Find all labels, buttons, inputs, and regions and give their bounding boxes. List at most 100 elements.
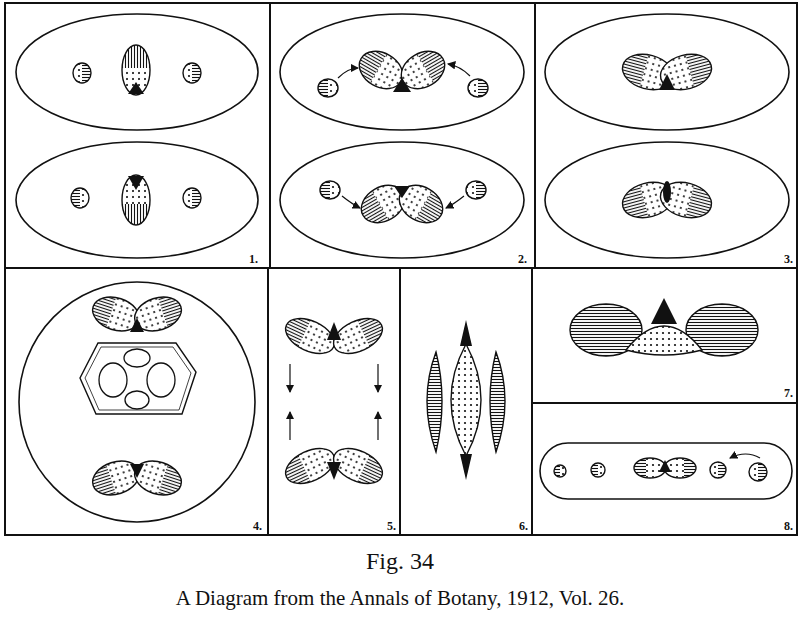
bundle-outline	[618, 177, 677, 223]
movement-arrow	[338, 68, 358, 78]
bundle-lobe	[554, 464, 566, 478]
protoxylem-mark	[460, 320, 472, 346]
panel-number: 2.	[518, 253, 527, 265]
xylem-area	[749, 463, 767, 481]
phloem-area	[320, 180, 330, 200]
xylem-area	[710, 462, 726, 478]
bundle-outline	[73, 63, 91, 83]
phloem-area	[280, 454, 312, 491]
protoxylem-mark	[128, 82, 144, 94]
movement-arrow	[377, 364, 378, 392]
phloem-area	[427, 352, 442, 452]
phloem-area	[476, 180, 486, 200]
bundle-lobe	[121, 45, 151, 95]
bundle-lobe	[130, 290, 186, 337]
bundle-lobe	[320, 180, 340, 200]
phloem-area	[318, 78, 328, 98]
protoxylem-mark	[659, 460, 671, 472]
protoxylem-mark	[128, 176, 144, 190]
panel-number: 1.	[249, 253, 258, 265]
xylem-area	[71, 188, 89, 208]
phloem-area	[357, 454, 389, 491]
phloem-area	[354, 190, 389, 231]
section-outline	[280, 14, 524, 130]
protoxylem-mark	[327, 462, 341, 480]
section-outline	[19, 282, 255, 522]
xylem-area	[73, 63, 91, 83]
movement-arrow	[446, 196, 464, 208]
bundle-lobe	[280, 441, 341, 492]
movement-arrow	[289, 364, 290, 392]
xylem-area	[393, 178, 450, 230]
bundle-outline	[320, 181, 340, 199]
bundle-outline	[554, 465, 566, 477]
xylem-area	[451, 344, 481, 456]
phloem-area	[280, 311, 312, 348]
bundle-lobe	[749, 462, 767, 482]
movement-arrow	[448, 64, 470, 76]
bundle-lobe	[280, 311, 341, 362]
section-outline	[16, 142, 258, 258]
protoxylem-mark	[460, 454, 472, 480]
bundle-lobe	[328, 311, 389, 362]
phloem-area	[490, 352, 505, 452]
xylem-area	[122, 175, 150, 225]
bundle-lobe	[70, 187, 89, 209]
phloem-area	[121, 204, 151, 225]
bundle-outline	[122, 45, 150, 95]
xylem-area	[183, 63, 201, 83]
xylem-area	[656, 177, 715, 223]
protoxylem-mark	[651, 298, 677, 324]
bundle-lobe	[468, 78, 488, 98]
xylem-area	[554, 465, 566, 477]
bundle-lobe	[656, 48, 716, 96]
bundle-lobe	[656, 176, 716, 224]
bundle-lobe	[591, 462, 605, 478]
panel-number: 3.	[784, 253, 793, 265]
panel-number: 4.	[253, 520, 262, 532]
bundle-outline	[466, 181, 486, 199]
panel-number: 5.	[387, 520, 396, 532]
pith-cavity	[99, 363, 127, 397]
bundle-outline	[656, 177, 715, 223]
phloem-area	[352, 43, 387, 84]
xylem-area	[466, 181, 486, 199]
figure-caption: A Diagram from the Annals of Botany, 191…	[0, 586, 800, 611]
protoxylem-mark	[327, 322, 341, 340]
bundle-lobe	[183, 187, 202, 209]
movement-arrow	[289, 412, 290, 440]
phloem-area	[417, 43, 452, 84]
phloem-area	[357, 311, 389, 348]
xylem-area	[626, 326, 702, 355]
protoxylem-mark	[663, 181, 671, 203]
pith-cavity	[124, 349, 150, 367]
pith-cavity	[147, 363, 175, 397]
panel-number: 6.	[519, 520, 528, 532]
xylem-area	[183, 188, 201, 208]
protoxylem-mark	[393, 78, 411, 92]
phloem-area	[121, 45, 151, 68]
bundle-lobe	[618, 176, 678, 224]
movement-arrow	[377, 412, 378, 440]
bundle-outline	[130, 291, 186, 336]
xylem-area	[618, 177, 677, 223]
pith-outline	[80, 343, 196, 414]
bundle-outline	[122, 175, 150, 225]
panel-frame	[5, 3, 797, 535]
movement-arrow	[342, 196, 360, 208]
xylem-area	[318, 79, 338, 97]
section-outline	[545, 14, 789, 130]
bundle-lobe	[710, 461, 726, 479]
bundle-lobe	[318, 78, 338, 98]
xylem-area	[656, 49, 715, 95]
protoxylem-mark	[130, 318, 144, 332]
section-outline	[540, 443, 792, 499]
bundle-outline	[468, 79, 488, 97]
bundle-outline	[71, 188, 89, 208]
bundle-outline	[710, 462, 726, 478]
xylem-area	[591, 463, 605, 477]
bundle-lobe	[328, 441, 389, 492]
panel-number: 8.	[784, 520, 793, 532]
section-outline	[545, 142, 789, 258]
